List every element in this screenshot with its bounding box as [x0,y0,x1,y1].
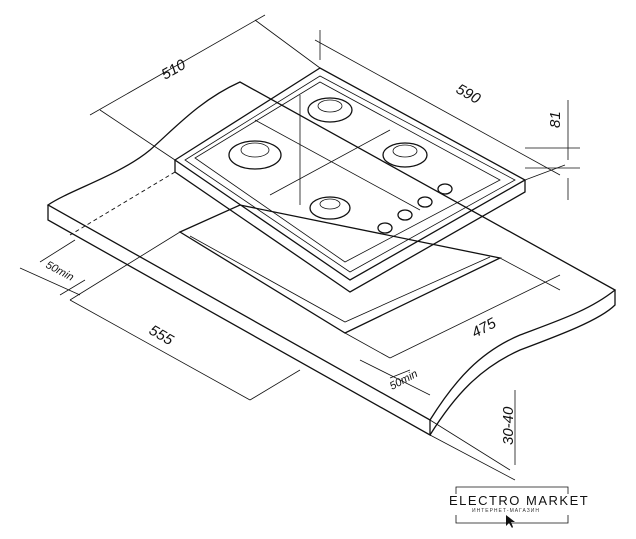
label-hob-depth: 510 [159,56,190,84]
gas-hob [173,67,527,293]
label-hob-height: 81 [547,111,564,128]
label-countertop-thickness: 30-40 [500,406,517,445]
label-cutout-depth: 475 [469,314,500,341]
dimension-lines [19,14,580,481]
cutout-opening [178,204,503,334]
label-min-front-gap: 50min [388,368,420,393]
control-knobs [377,183,453,234]
electro-market-logo: ELECTRO MARKET ИНТЕРНЕТ-МАГАЗИН [449,486,589,528]
pan-supports [194,81,501,263]
cursor-icon [506,515,515,528]
countertop [46,81,617,437]
label-min-side-gap: 50min [44,259,76,284]
label-hob-width: 590 [453,81,484,108]
logo-tagline: ИНТЕРНЕТ-МАГАЗИН [472,508,540,514]
burners [228,97,428,220]
logo-name: ELECTRO MARKET [449,493,589,508]
